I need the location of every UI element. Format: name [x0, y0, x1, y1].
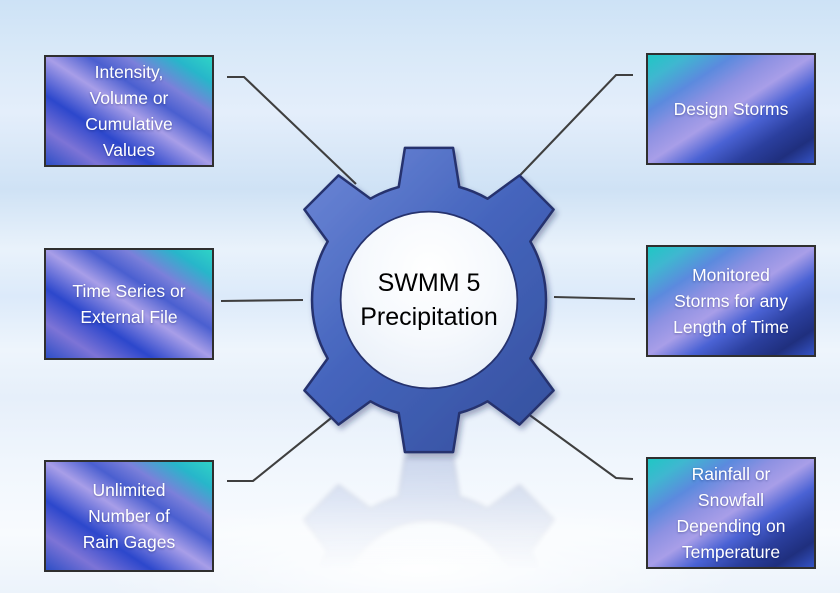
connector-middle-left	[220, 298, 304, 303]
node-design-storms: Design Storms	[646, 53, 816, 165]
gear-reflection	[303, 456, 555, 593]
connector-middle-right	[553, 295, 636, 301]
connector-bottom-right	[508, 399, 634, 481]
connector-top-right	[503, 73, 633, 193]
connector-bottom-left	[227, 401, 352, 483]
connector-top-left	[227, 75, 357, 185]
